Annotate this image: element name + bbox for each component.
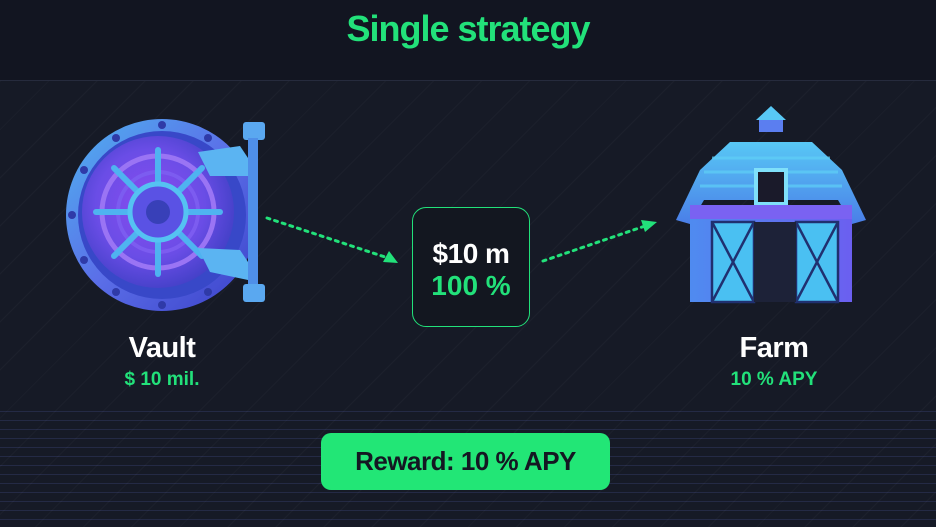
reward-badge: Reward: 10 % APY (321, 433, 610, 490)
farm-apy: 10 % APY (730, 369, 818, 390)
allocation-box: $10 m 100 % (412, 207, 530, 327)
barn-icon (676, 106, 866, 304)
allocation-amount: $10 m (432, 238, 510, 269)
vault-amount: $ 10 mil. (124, 369, 200, 390)
page-title: Single strategy (346, 8, 590, 49)
farm-label: Farm (739, 332, 809, 364)
dotted-arrow-icon (265, 216, 398, 263)
vault-label: Vault (128, 332, 196, 364)
allocation-percent: 100 % (431, 270, 511, 301)
dotted-arrow-icon (541, 220, 657, 263)
header: Single strategy (0, 0, 936, 81)
vault-icon (66, 119, 265, 311)
